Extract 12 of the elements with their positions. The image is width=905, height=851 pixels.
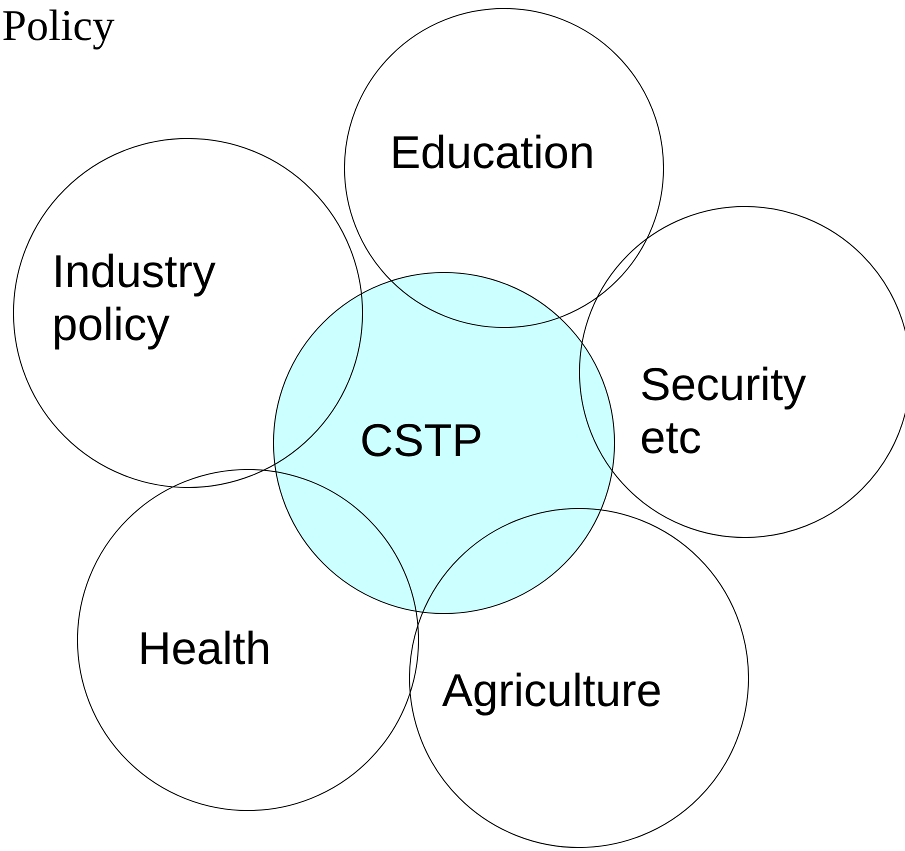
circle-label: Health xyxy=(138,622,271,675)
topic-circle xyxy=(77,469,419,811)
title: Policy xyxy=(2,4,114,48)
topic-circle xyxy=(13,138,363,488)
topic-circle xyxy=(579,206,905,538)
circle-label: Agriculture xyxy=(442,664,662,717)
topic-circle xyxy=(344,8,664,328)
topic-circle xyxy=(409,508,749,848)
circle-label: CSTP xyxy=(360,414,483,467)
circle-label: Security etc xyxy=(640,358,808,464)
circle-label: Education xyxy=(390,126,595,179)
circle-label: Industry policy xyxy=(52,245,217,351)
